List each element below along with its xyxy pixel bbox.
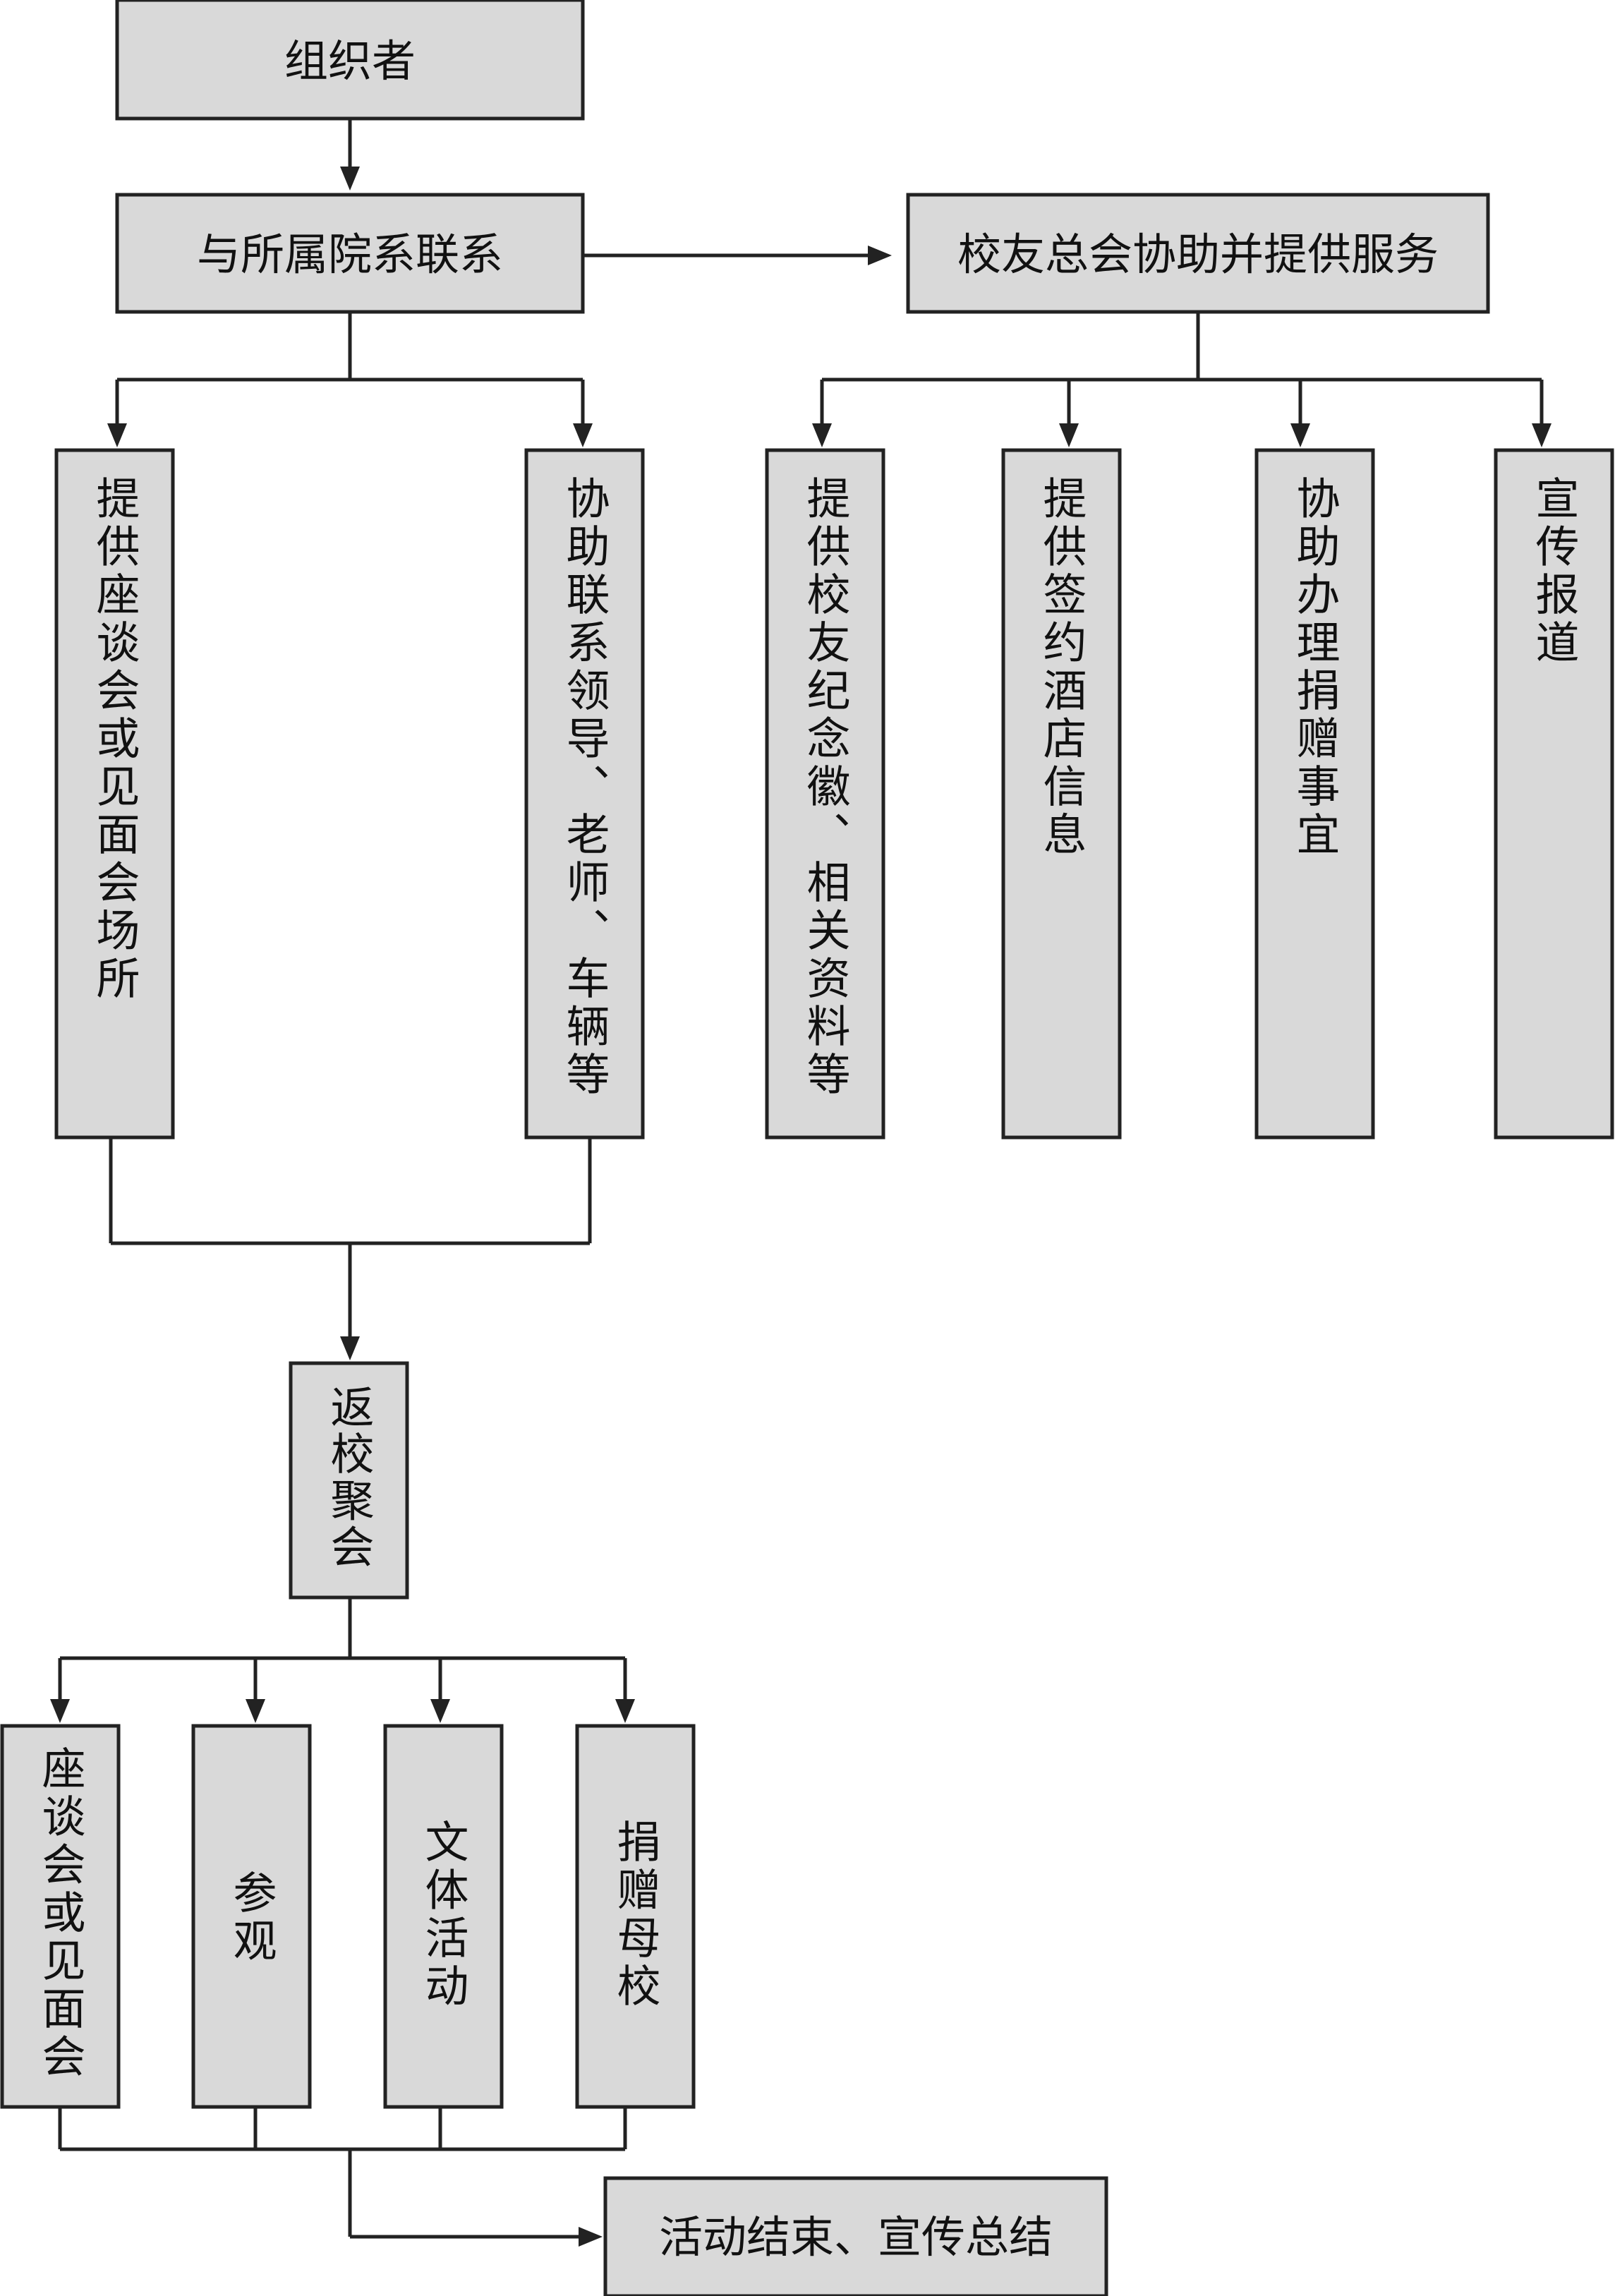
venue-label: 提供座谈会或见面会场所 [89, 476, 140, 1003]
souvenirs-label: 提供校友纪念徽、相关资料等 [799, 476, 851, 1099]
node-labels: 组织者 与所属院系联系 校友总会协助并提供服务 提供座谈会或见面会场所 协助联系… [35, 35, 1580, 2263]
hotel-info-box [1001, 448, 1122, 1140]
souvenirs-box [765, 448, 885, 1140]
venue-box [54, 448, 175, 1140]
donation-handling-label: 协助办理捐赠事宜 [1289, 476, 1341, 859]
finish-box [603, 2176, 1108, 2296]
publicity-box [1494, 448, 1614, 1140]
reunion-box [289, 1361, 409, 1600]
organizer-box [115, 0, 585, 121]
finish-label: 活动结束、宣传总结 [659, 2211, 1053, 2263]
recreation-box [383, 1724, 504, 2109]
meeting-label: 座谈会或见面会 [35, 1746, 86, 2081]
hotel-info-label: 提供签约酒店信息 [1036, 476, 1087, 859]
contact-department-box [115, 193, 585, 314]
donate-label: 捐赠母校 [610, 1819, 661, 2011]
visit-label: 参观 [226, 1870, 277, 1966]
donate-box [575, 1724, 696, 2109]
organizer-label: 组织者 [284, 35, 416, 87]
connectors [50, 119, 1552, 2247]
alumni-assist-label: 校友总会协助并提供服务 [957, 229, 1439, 280]
recreation-label: 文体活动 [418, 1819, 469, 2011]
contact-leaders-box [524, 448, 645, 1140]
publicity-label: 宣传报道 [1528, 476, 1580, 667]
alumni-assist-box [906, 193, 1490, 314]
meeting-box [0, 1724, 121, 2109]
donation-handling-box [1254, 448, 1375, 1140]
contact-department-label: 与所属院系联系 [197, 229, 503, 280]
reunion-label: 返校聚会 [323, 1384, 375, 1571]
visit-box [191, 1724, 312, 2109]
contact-leaders-label: 协助联系领导、老师、车辆等 [559, 476, 610, 1099]
